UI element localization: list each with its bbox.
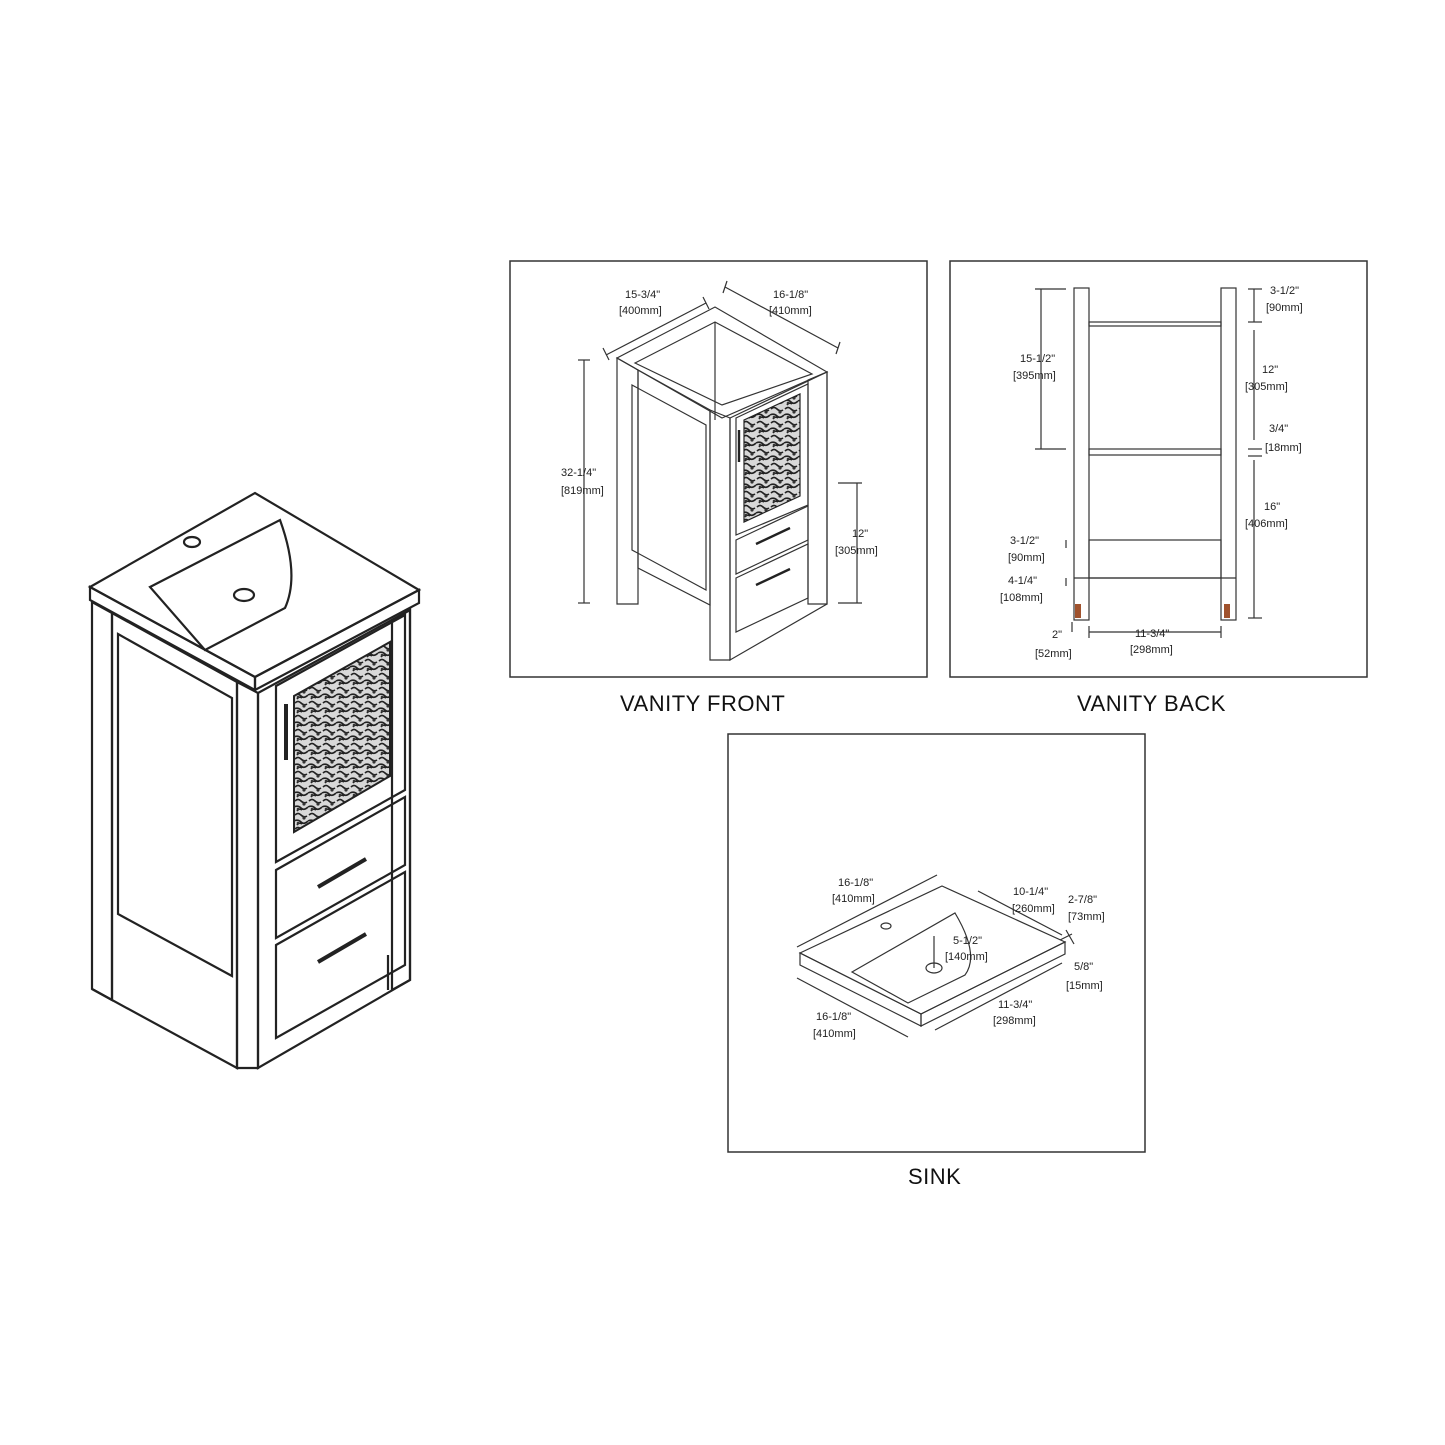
vanity-front-caption: VANITY FRONT — [620, 691, 785, 716]
back-leg-inches: 4-1/4" — [1008, 575, 1037, 587]
vanity-front-panel: 15-3/4" [400mm] 16-1/8" [410mm] 32-1/4" … — [509, 260, 928, 716]
upper-drawer-handle-icon — [316, 857, 368, 889]
vanity-back-panel: 3-1/2" [90mm] 15-1/2" [395mm] 12" [305mm… — [949, 260, 1368, 716]
sink-thickness-inches: 5/8" — [1074, 961, 1093, 973]
back-rail-mm: [90mm] — [1008, 552, 1045, 564]
sink-basin-inches: 10-1/4" — [1013, 886, 1048, 898]
front-drawer-inches: 12" — [852, 528, 868, 540]
vanity-front-dimension-lines — [578, 280, 862, 604]
textured-glass-panel — [293, 640, 391, 834]
side-panel-outer — [110, 611, 239, 1070]
back-upper-mm: [395mm] — [1013, 370, 1056, 382]
back-lower-inches: 16" — [1264, 501, 1280, 513]
back-left-foot-marker — [1075, 604, 1081, 618]
front-height-mm: [819mm] — [561, 485, 604, 497]
back-lower-mm: [406mm] — [1245, 518, 1288, 530]
sink-basin-mm: [260mm] — [1012, 903, 1055, 915]
sink-depth-mm: [140mm] — [945, 951, 988, 963]
vanity-back-cabinet-drawing — [1073, 287, 1237, 621]
back-inner-inches: 11-3/4" — [1135, 628, 1169, 640]
vanity-isometric-drawing — [87, 491, 422, 1070]
sink-drawing — [798, 885, 1067, 1027]
front-leg-left — [235, 680, 260, 1070]
vanity-front-cabinet-drawing — [615, 306, 829, 662]
back-leg-mm: [108mm] — [1000, 592, 1043, 604]
side-panel-inset — [116, 632, 234, 978]
front-drawer-mm: [305mm] — [835, 545, 878, 557]
sink-panel: 16-1/8" [410mm] 10-1/4" [260mm] 2-7/8" [… — [727, 733, 1146, 1189]
front-width-mm: [400mm] — [619, 305, 662, 317]
back-rail-inches: 3-1/2" — [1010, 535, 1039, 547]
sink-basin2-mm: [298mm] — [993, 1015, 1036, 1027]
back-mid-mm: [305mm] — [1245, 381, 1288, 393]
rear-leg-left — [90, 600, 114, 1002]
back-upper-inches: 15-1/2" — [1020, 353, 1055, 365]
front-width-inches: 15-3/4" — [625, 289, 660, 301]
sink-thickness-mm: [15mm] — [1066, 980, 1103, 992]
sink-width-inches: 16-1/8" — [838, 877, 873, 889]
back-shelf-mm: [18mm] — [1265, 442, 1302, 454]
back-shelf-inches: 3/4" — [1269, 423, 1288, 435]
back-foot-inches: 2" — [1052, 629, 1062, 641]
back-inner-mm: [298mm] — [1130, 644, 1173, 656]
vanity-back-caption: VANITY BACK — [1077, 691, 1226, 716]
sink-basin-outline — [148, 518, 293, 652]
front-depth-inches: 16-1/8" — [773, 289, 808, 301]
front-depth-mm: [410mm] — [769, 305, 812, 317]
sink-depth-inches: 5-1/2" — [953, 935, 982, 947]
sink-frame — [727, 733, 1146, 1153]
sink-front-mm: [410mm] — [813, 1028, 856, 1040]
back-foot-mm: [52mm] — [1035, 648, 1072, 660]
sink-dimension-lines — [796, 874, 1075, 1038]
sink-rim-mm: [73mm] — [1068, 911, 1105, 923]
back-right-foot-marker — [1224, 604, 1230, 618]
countertop-front-edge — [253, 588, 421, 692]
cabinet-door — [274, 613, 407, 864]
back-top-mm: [90mm] — [1266, 302, 1303, 314]
upper-drawer — [274, 795, 407, 940]
sink-caption: SINK — [908, 1164, 961, 1189]
back-top-inches: 3-1/2" — [1270, 285, 1299, 297]
sink-rim-inches: 2-7/8" — [1068, 894, 1097, 906]
vanity-front-frame — [509, 260, 928, 678]
faucet-hole-icon — [182, 535, 202, 549]
sink-basin2-inches: 11-3/4" — [998, 999, 1032, 1011]
vanity-back-frame — [949, 260, 1368, 678]
vanity-back-dimension-lines — [1035, 288, 1262, 638]
front-leg-right — [390, 608, 412, 992]
lower-drawer-handle-icon — [316, 932, 368, 964]
countertop-top — [87, 491, 422, 679]
countertop-left-edge — [88, 585, 257, 692]
drain-icon — [232, 587, 256, 603]
front-height-inches: 32-1/4" — [561, 467, 596, 479]
back-mid-inches: 12" — [1262, 364, 1278, 376]
sink-front-inches: 16-1/8" — [816, 1011, 851, 1023]
lower-drawer — [274, 870, 407, 1040]
sink-width-mm: [410mm] — [832, 893, 875, 905]
